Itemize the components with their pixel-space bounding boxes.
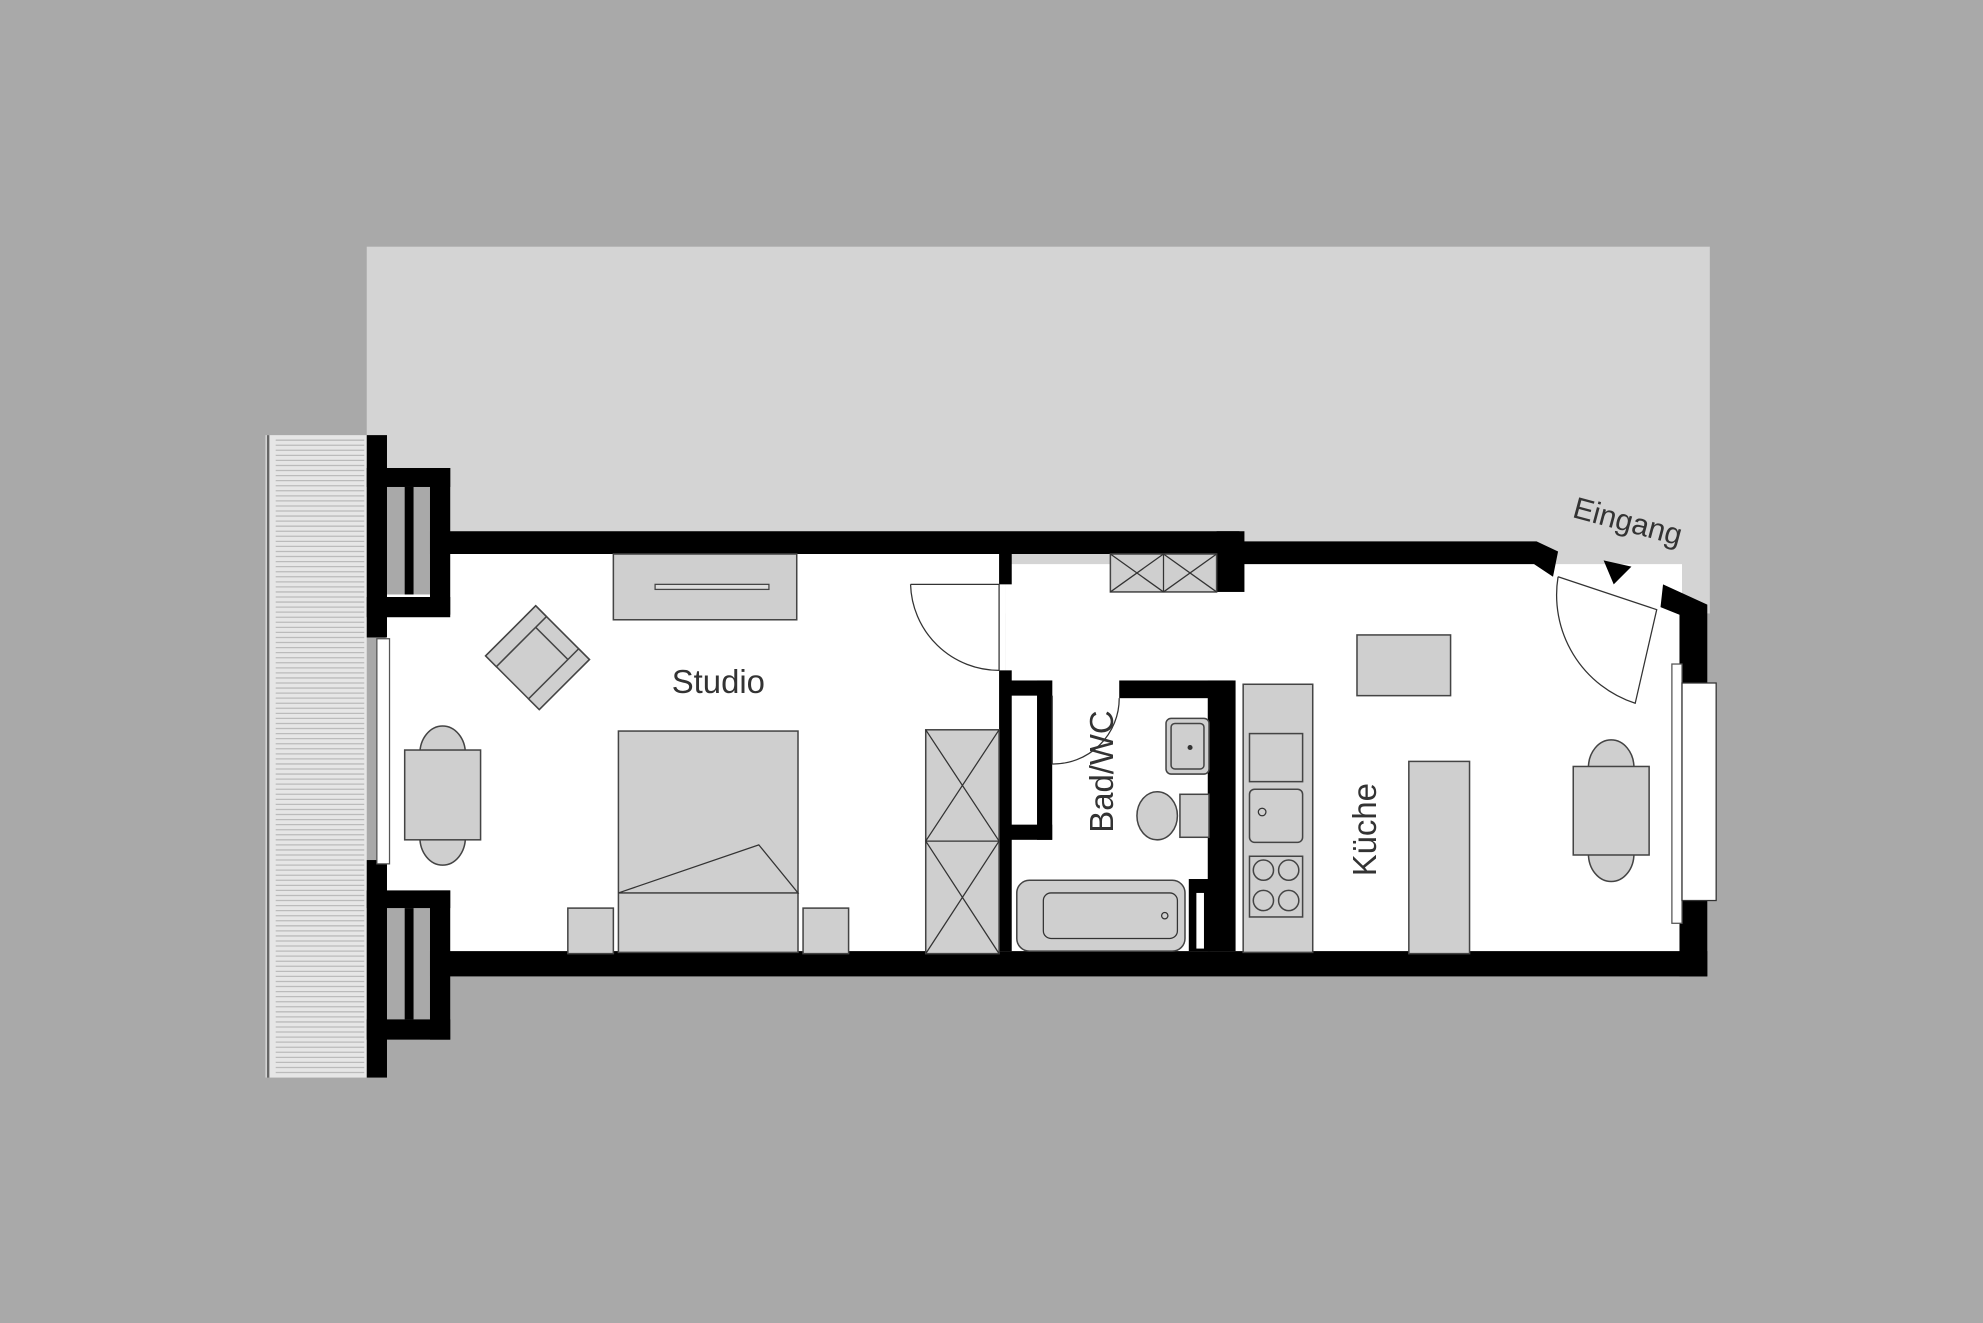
studio-furniture xyxy=(403,553,1000,955)
door-entrance xyxy=(1555,576,1658,705)
door-bath xyxy=(1051,695,1120,765)
armchair xyxy=(484,604,591,711)
toilet xyxy=(1136,791,1179,841)
kitchen-island xyxy=(1408,760,1471,955)
balcony xyxy=(265,435,367,1078)
bed xyxy=(617,730,800,954)
bathroom-fixtures xyxy=(1016,695,1210,952)
room-label-kitchen: Küche xyxy=(1346,783,1383,876)
kitchen-furniture xyxy=(1242,576,1658,955)
sink xyxy=(1248,788,1304,844)
window-west xyxy=(376,638,391,865)
entrance-arrow-icon xyxy=(1603,560,1632,585)
kitchen-cabinet xyxy=(1356,634,1452,697)
bathtub xyxy=(1016,879,1186,952)
nightstand-right xyxy=(802,907,850,955)
toilet-tank xyxy=(1179,793,1210,839)
dining-table-studio xyxy=(403,725,482,866)
nightstand-left xyxy=(567,907,615,955)
wardrobe xyxy=(924,729,1000,955)
dining-table-kitchen xyxy=(1572,739,1650,883)
walls xyxy=(366,435,1708,1078)
room-label-studio: Studio xyxy=(672,663,765,700)
counter-segment xyxy=(1248,732,1304,783)
hall-closet xyxy=(1109,553,1218,593)
room-label-bath: Bad/WC xyxy=(1083,710,1120,832)
window-east xyxy=(1671,663,1717,924)
door-studio xyxy=(909,583,1000,671)
